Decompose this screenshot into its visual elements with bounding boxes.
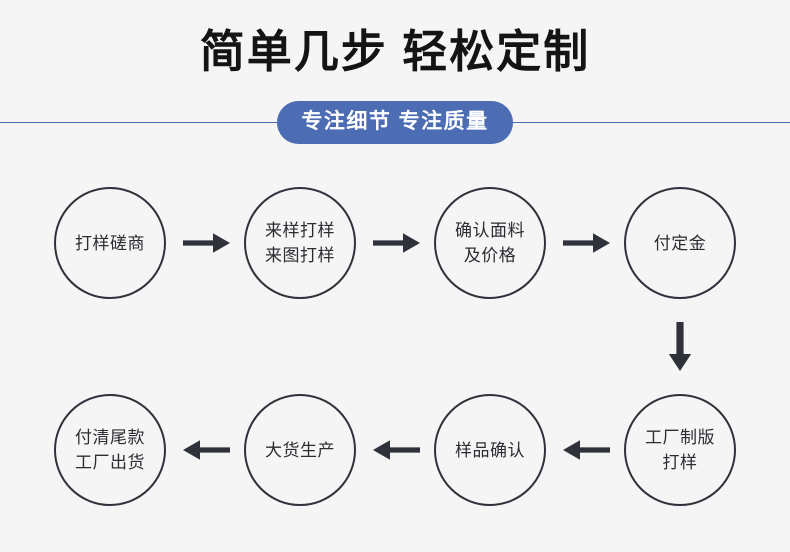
flow-step-6-label: 样品确认: [455, 440, 525, 460]
flow-step-4-label: 付定金: [653, 233, 707, 253]
arrow-left-icon-3: [183, 435, 231, 465]
flow-step-7-label: 大货生产: [265, 440, 335, 460]
divider-line-left: [0, 121, 278, 123]
flow-step-5-label: 工厂制版 打样: [645, 428, 715, 472]
arrow-down-icon: [665, 322, 695, 372]
flow-step-6[interactable]: 样品确认: [434, 394, 546, 506]
arrow-left-icon-2: [373, 435, 421, 465]
flow-step-1-label: 打样磋商: [75, 233, 145, 253]
flow-step-8[interactable]: 付清尾款 工厂出货: [54, 394, 166, 506]
subtitle-badge-row: 专注细节 专注质量: [0, 100, 790, 144]
subtitle-badge: 专注细节 专注质量: [277, 100, 513, 144]
flow-step-4[interactable]: 付定金: [624, 187, 736, 299]
arrow-right-icon-3: [563, 228, 611, 258]
arrow-right-icon-1: [183, 228, 231, 258]
page-title: 简单几步 轻松定制: [199, 26, 591, 77]
flow-step-3[interactable]: 确认面料 及价格: [434, 187, 546, 299]
flow-step-7[interactable]: 大货生产: [244, 394, 356, 506]
flow-step-3-label: 确认面料 及价格: [455, 221, 525, 265]
arrow-left-icon-1: [563, 435, 611, 465]
flow-step-8-label: 付清尾款 工厂出货: [75, 428, 145, 472]
flow-step-2[interactable]: 来样打样 来图打样: [244, 187, 356, 299]
flow-step-5[interactable]: 工厂制版 打样: [624, 394, 736, 506]
flow-step-2-label: 来样打样 来图打样: [265, 221, 335, 265]
flow-step-1[interactable]: 打样磋商: [54, 187, 166, 299]
divider-line-right: [512, 121, 790, 123]
arrow-right-icon-2: [373, 228, 421, 258]
